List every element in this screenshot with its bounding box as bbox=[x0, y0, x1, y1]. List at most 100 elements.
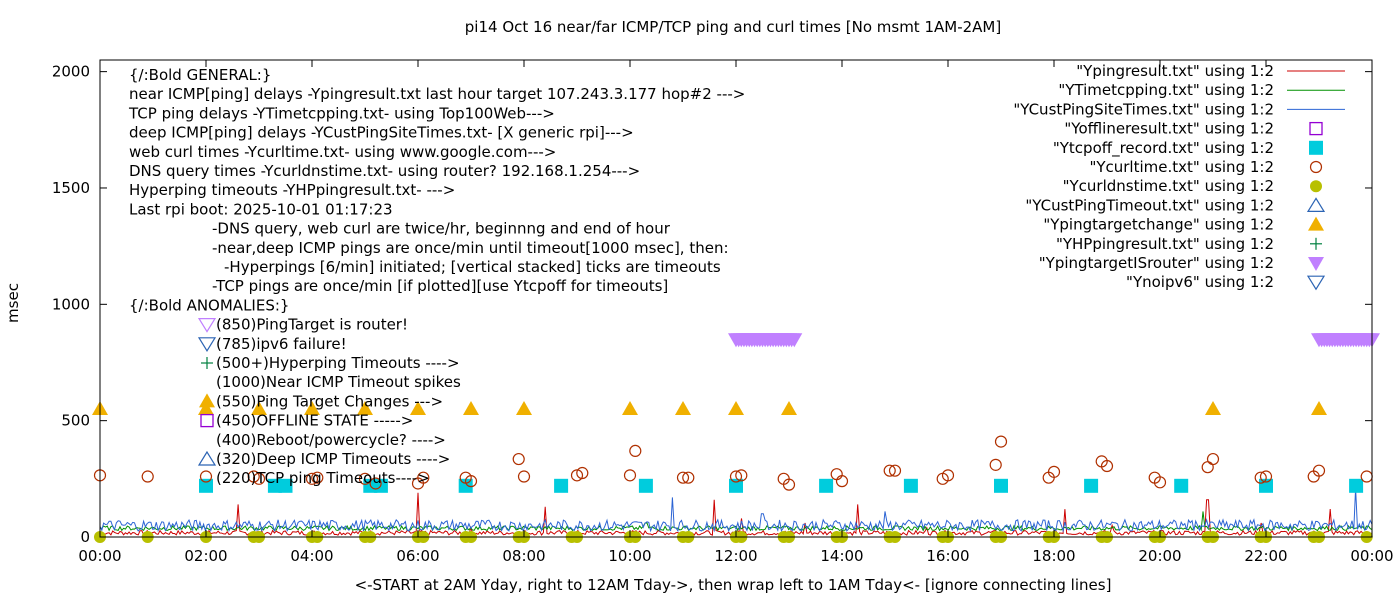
legend-swatch bbox=[1306, 275, 1326, 291]
data-point bbox=[623, 469, 637, 482]
x-tick-label: 06:00 bbox=[396, 547, 439, 565]
anomaly-text: (550)Ping Target Changes ---> bbox=[216, 392, 443, 410]
x-tick-label: 20:00 bbox=[1138, 547, 1181, 565]
anomaly-text: (450)OFFLINE STATE -----> bbox=[216, 412, 413, 430]
data-point bbox=[682, 471, 695, 484]
data-point bbox=[1174, 478, 1189, 493]
data-point bbox=[1259, 478, 1273, 493]
anomaly-marker bbox=[197, 337, 217, 352]
annotation-text: -DNS query, web curl are twice/hr, begin… bbox=[212, 220, 671, 238]
data-point bbox=[903, 478, 918, 493]
data-point bbox=[1312, 464, 1326, 477]
data-point bbox=[141, 470, 154, 483]
x-tick-label: 08:00 bbox=[502, 547, 545, 565]
legend-label: "YpingtargetISrouter" using 1:2 bbox=[1039, 254, 1274, 272]
x-tick-label: 00:00 bbox=[78, 547, 121, 565]
annotation-text: DNS query times -Ycurldnstime.txt- using… bbox=[129, 162, 640, 180]
x-tick-label: 00:00 bbox=[1350, 547, 1393, 565]
data-point bbox=[410, 401, 426, 416]
annotation-text: near ICMP[ping] delays -Ypingresult.txt … bbox=[129, 85, 745, 103]
data-point bbox=[941, 469, 955, 482]
annotation-text: -near,deep ICMP pings are once/min until… bbox=[212, 239, 729, 257]
data-point bbox=[1153, 476, 1167, 489]
anomaly-text: (1000)Near ICMP Timeout spikes bbox=[216, 373, 461, 391]
data-point bbox=[369, 477, 382, 490]
data-point bbox=[417, 471, 430, 484]
y-axis-label: msec bbox=[4, 283, 22, 323]
legend-swatch bbox=[1309, 140, 1323, 155]
data-point bbox=[676, 471, 690, 484]
legend-label: "YTimetcpping.txt" using 1:2 bbox=[1058, 81, 1274, 99]
y-tick-label: 1500 bbox=[52, 179, 90, 197]
data-point bbox=[464, 475, 478, 488]
data-point bbox=[835, 475, 849, 488]
legend-label: "Ypingresult.txt" using 1:2 bbox=[1076, 62, 1274, 80]
annotations: {/:Bold GENERAL:}near ICMP[ping] delays … bbox=[128, 66, 745, 487]
data-point bbox=[198, 401, 214, 416]
data-point bbox=[1311, 401, 1327, 416]
data-point bbox=[729, 478, 743, 493]
data-point bbox=[994, 478, 1008, 493]
annotation-text: {/:Bold GENERAL:} bbox=[129, 66, 271, 84]
legend-label: "Ynoipv6" using 1:2 bbox=[1126, 273, 1274, 291]
data-point bbox=[1254, 471, 1267, 484]
x-tick-label: 04:00 bbox=[290, 547, 333, 565]
data-point bbox=[252, 472, 266, 485]
anomaly-marker bbox=[197, 450, 217, 466]
data-point bbox=[304, 401, 320, 416]
legend-swatch bbox=[1310, 180, 1322, 193]
data-point bbox=[247, 470, 260, 483]
annotation-text: web curl times -Ycurltime.txt- using www… bbox=[129, 143, 556, 161]
annotation-text: Hyperping timeouts -YHPpingresult.txt- -… bbox=[129, 181, 455, 199]
legend-swatch bbox=[1310, 237, 1322, 250]
x-tick-label: 14:00 bbox=[820, 547, 863, 565]
data-point bbox=[1047, 465, 1061, 478]
annotation-text: deep ICMP[ping] delays -YCustPingSiteTim… bbox=[129, 124, 634, 142]
legend-swatch bbox=[1309, 121, 1323, 136]
data-point bbox=[516, 401, 532, 416]
anomaly-text: (500+)Hyperping Timeouts ----> bbox=[216, 354, 460, 372]
x-tick-label: 22:00 bbox=[1244, 547, 1287, 565]
data-point bbox=[735, 469, 748, 482]
data-point bbox=[251, 401, 267, 416]
anomaly-text: (220)TCP ping Timeouts----> bbox=[216, 469, 430, 487]
y-tick-label: 0 bbox=[80, 528, 90, 546]
legend-label: "Ycurldnstime.txt" using 1:2 bbox=[1063, 177, 1274, 195]
x-tick-label: 16:00 bbox=[926, 547, 969, 565]
data-point bbox=[883, 464, 896, 477]
data-point bbox=[267, 478, 282, 493]
y-tick-label: 1000 bbox=[52, 295, 90, 313]
legend-label: "Ytcpoff_record.txt" using 1:2 bbox=[1053, 139, 1274, 158]
x-axis-label: <-START at 2AM Yday, right to 12AM Tday-… bbox=[355, 576, 1112, 594]
legend-swatch bbox=[1309, 160, 1323, 174]
anomaly-text: (850)PingTarget is router! bbox=[216, 316, 408, 334]
data-point bbox=[728, 401, 744, 416]
x-tick-label: 12:00 bbox=[714, 547, 757, 565]
data-point bbox=[989, 458, 1002, 471]
data-point bbox=[517, 470, 531, 483]
data-point bbox=[629, 444, 642, 458]
anomaly-text: (400)Reboot/powercycle? ----> bbox=[216, 431, 446, 449]
anomaly-marker bbox=[197, 318, 217, 333]
legend-swatch bbox=[1308, 216, 1324, 231]
data-point bbox=[305, 472, 319, 485]
data-point bbox=[199, 478, 213, 493]
legend: "Ypingresult.txt" using 1:2"YTimetcpping… bbox=[1013, 62, 1345, 291]
data-point bbox=[638, 478, 653, 493]
data-point bbox=[311, 471, 324, 484]
anomaly-marker bbox=[199, 393, 215, 408]
anomaly-text: (785)ipv6 failure! bbox=[216, 335, 347, 353]
x-tick-label: 02:00 bbox=[184, 547, 227, 565]
data-point bbox=[786, 333, 803, 348]
annotation-text: -TCP pings are once/min [if plotted][use… bbox=[212, 277, 668, 295]
data-point bbox=[622, 401, 638, 416]
anomaly-marker bbox=[201, 357, 213, 369]
data-point bbox=[1206, 452, 1220, 466]
data-point bbox=[278, 478, 293, 493]
data-point bbox=[1084, 478, 1099, 493]
data-point bbox=[782, 478, 796, 491]
legend-label: "YHPpingresult.txt" using 1:2 bbox=[1056, 235, 1274, 253]
legend-label: "Yofflineresult.txt" using 1:2 bbox=[1064, 120, 1274, 138]
